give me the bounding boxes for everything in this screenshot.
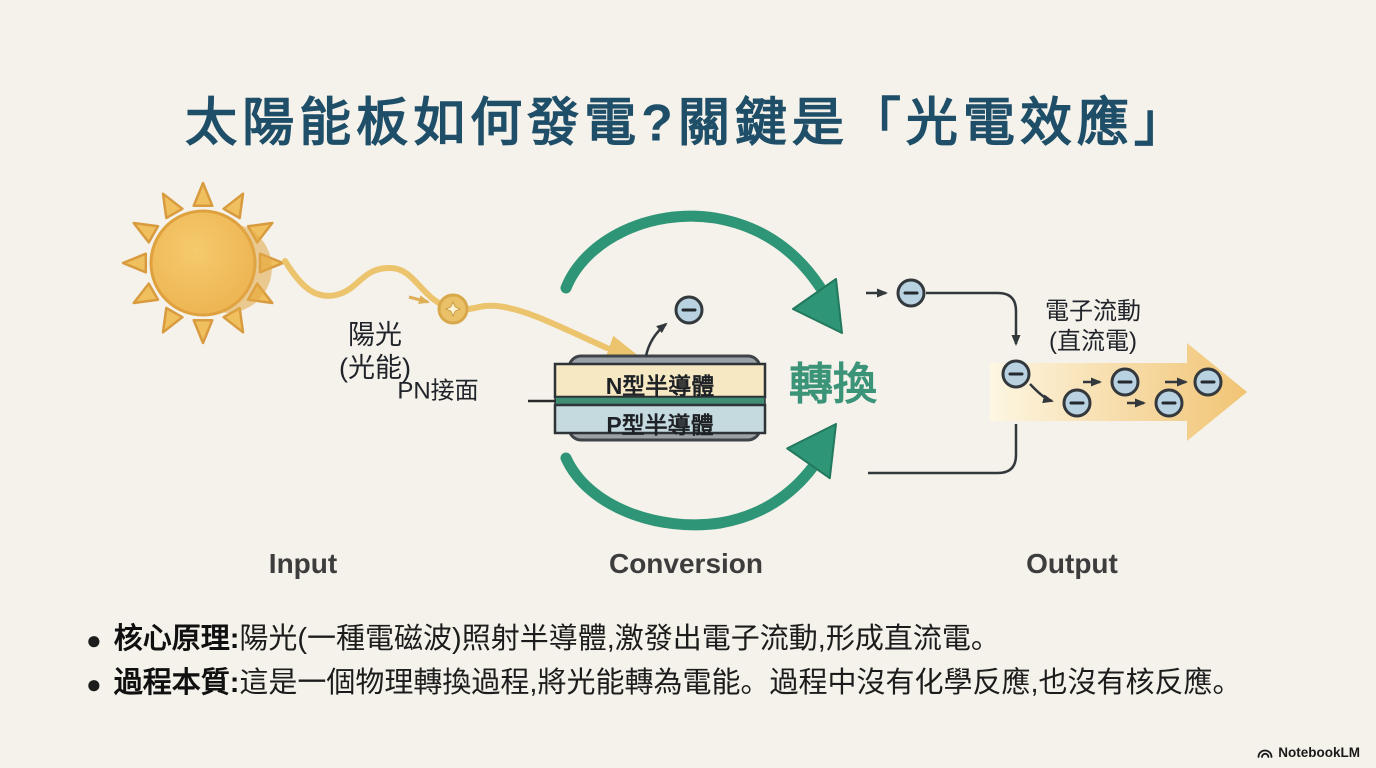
electron-flow-label-sub: (直流電) xyxy=(1049,328,1137,355)
electron-flow-label-main: 電子流動 xyxy=(1045,298,1141,325)
watermark: NotebookLM xyxy=(1257,745,1360,760)
conversion-cycle xyxy=(560,210,843,531)
solar-cell xyxy=(528,354,767,442)
electron-step-arrow xyxy=(1029,383,1054,404)
electron-icon xyxy=(674,295,704,325)
sunlight-wave xyxy=(282,258,610,351)
electron-icon xyxy=(896,278,926,308)
pn-junction-label: PN接面 xyxy=(397,377,479,405)
sunlight-label-main: 陽光 xyxy=(347,320,402,350)
page-title: 太陽能板如何發電?關鍵是「光電效應」 xyxy=(185,94,1191,153)
conversion-cycle-arc-bottom xyxy=(560,452,818,531)
note-text: 這是一個物理轉換過程,將光能轉為電能。過程中沒有化學反應,也沒有核反應。 xyxy=(239,667,1242,699)
photon-icon xyxy=(437,293,469,325)
photon-pointer-arrow xyxy=(408,295,430,305)
sun-icon xyxy=(121,181,285,345)
note-heading: 核心原理: xyxy=(113,623,240,655)
bullet-icon: ● xyxy=(86,669,102,699)
note-core-principle: ● 核心原理:陽光(一種電磁波)照射半導體,激發出電子流動,形成直流電。 xyxy=(86,622,1000,656)
note-text: 陽光(一種電磁波)照射半導體,激發出電子流動,形成直流電。 xyxy=(239,623,1000,655)
electron-icon xyxy=(1154,388,1184,418)
note-process-nature: ● 過程本質:這是一個物理轉換過程,將光能轉為電能。過程中沒有化學反應,也沒有核… xyxy=(86,666,1242,700)
sun-rays xyxy=(121,181,285,345)
stage-label-output: Output xyxy=(1026,548,1118,579)
conversion-cycle-arc-top xyxy=(560,210,826,294)
notebooklm-logo-icon xyxy=(1257,749,1273,758)
n-layer-label: N型半導體 xyxy=(605,373,715,399)
escaping-electron-arrow xyxy=(644,322,668,357)
electron-icon xyxy=(1193,367,1223,397)
stage-label-input: Input xyxy=(268,548,338,579)
electron-icon xyxy=(1110,367,1140,397)
p-layer-label: P型半導體 xyxy=(606,412,714,438)
bullet-icon: ● xyxy=(86,625,102,655)
circuit-wire-bottom xyxy=(868,424,1018,475)
conversion-label: 轉換 xyxy=(789,360,877,409)
n-layer xyxy=(553,362,767,399)
sun-shade xyxy=(218,224,272,313)
watermark-text: NotebookLM xyxy=(1278,745,1360,760)
electron-icon xyxy=(1062,388,1092,418)
electron-flow-label: 電子流動 (直流電) xyxy=(1045,297,1141,357)
p-layer xyxy=(553,403,767,435)
circuit-wire-top xyxy=(926,291,1021,346)
sunlight-label-sub: (光能) xyxy=(339,353,411,383)
conversion-cycle-arrowhead-top xyxy=(792,278,843,334)
electron-icon xyxy=(1001,359,1031,389)
stage-label-conversion: Conversion xyxy=(608,548,764,579)
conversion-cycle-arrowhead-bottom xyxy=(786,423,837,480)
sunlight-label: 陽光 (光能) xyxy=(339,319,411,385)
note-heading: 過程本質: xyxy=(113,667,240,699)
